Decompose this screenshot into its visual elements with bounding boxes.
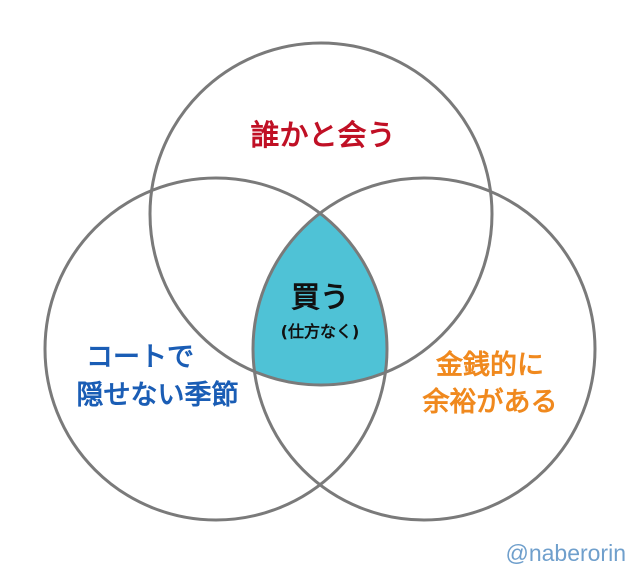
circle-right — [251, 176, 597, 522]
circle-left — [43, 176, 389, 522]
circle-top — [148, 41, 494, 387]
right-set-label-line1: 金銭的に — [436, 350, 544, 381]
intersection-sublabel: (仕方なく) — [280, 322, 360, 341]
author-watermark: @naberorin — [505, 540, 626, 566]
right-set-label-line2: 余裕がある — [422, 387, 558, 418]
top-set-label: 誰かと会う — [250, 118, 396, 152]
intersection-label: 買う — [290, 280, 349, 314]
intersection-region — [253, 178, 387, 385]
left-set-label-line2: 隠せない季節 — [76, 380, 239, 411]
left-set-label-line1: コートで — [86, 342, 194, 373]
